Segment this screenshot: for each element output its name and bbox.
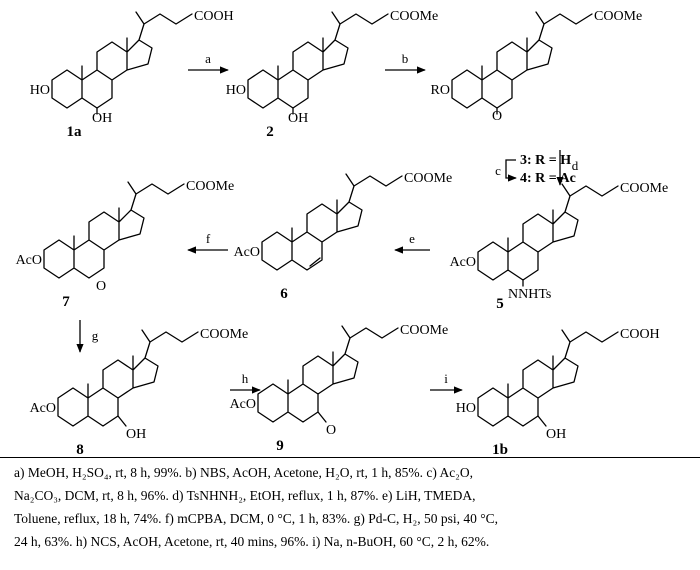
- compound-label-1a: 1a: [67, 124, 83, 140]
- side-chain-label: COOMe: [186, 179, 234, 194]
- steroid-skeleton: [477, 183, 619, 281]
- steroid-skeleton: [451, 11, 593, 109]
- steroid-skeleton: [43, 181, 185, 279]
- double-bond: [309, 257, 321, 267]
- conditions-line-3: Toluene, reflux, 18 h, 74%. f) mCPBA, DC…: [14, 511, 499, 526]
- steroid-skeleton: [257, 325, 399, 423]
- steroid-skeleton: [247, 11, 389, 109]
- c3-substituent: AcO: [16, 253, 42, 268]
- compound-label-2: 2: [266, 124, 274, 140]
- c6-substituent: OH: [92, 111, 112, 126]
- side-chain-label: COOMe: [404, 171, 452, 186]
- compound-1b: COOH HO OH 1b: [456, 327, 660, 458]
- side-chain-label: COOMe: [620, 181, 668, 196]
- compound-label-4: 4: R = Ac: [520, 171, 576, 186]
- side-chain-label: COOMe: [390, 9, 438, 24]
- c7-substituent: OH: [546, 427, 566, 442]
- c7-substituent: O: [326, 423, 336, 438]
- side-chain-label: COOMe: [200, 327, 248, 342]
- side-chain-label: COOMe: [400, 323, 448, 338]
- c7-substituent: OH: [126, 427, 146, 442]
- conditions-divider: [0, 457, 700, 458]
- c3-substituent: AcO: [234, 245, 260, 260]
- compound-1a: COOH HO OH 1a: [30, 9, 234, 140]
- c7-bond: [117, 415, 127, 427]
- c3-substituent: HO: [226, 83, 246, 98]
- compound-label-7: 7: [62, 294, 70, 310]
- conditions-line-1: a) MeOH, H₂SO₄, rt, 8 h, 99%. b) NBS, Ac…: [14, 465, 474, 480]
- compound-label-3: 3: R = H: [520, 153, 571, 168]
- compound-label-6: 6: [280, 286, 288, 302]
- steroid-skeleton: [477, 329, 619, 427]
- side-chain-label: COOMe: [594, 9, 642, 24]
- c3-substituent: RO: [431, 83, 450, 98]
- compound-label-9: 9: [276, 438, 284, 454]
- step-label-c: c: [495, 163, 501, 178]
- steroid-skeleton: [57, 329, 199, 427]
- step-label-i: i: [444, 371, 448, 386]
- conditions-line-2: Na₂CO₃, DCM, rt, 8 h, 96%. d) TsNHNH₂, E…: [14, 488, 476, 503]
- step-label-f: f: [206, 231, 211, 246]
- compound-label-1b: 1b: [492, 442, 508, 458]
- c3-substituent: HO: [30, 83, 50, 98]
- steroid-skeleton: [51, 11, 193, 109]
- conditions-line-4: 24 h, 63%. h) NCS, AcOH, Acetone, rt, 40…: [14, 534, 490, 549]
- step-label-a: a: [205, 51, 211, 66]
- c7-bond: [537, 415, 547, 427]
- step-label-b: b: [402, 51, 409, 66]
- compound-label-8: 8: [76, 442, 84, 458]
- side-chain-label: COOH: [194, 9, 234, 24]
- c6-substituent: NNHTs: [508, 287, 551, 302]
- compound-label-5: 5: [496, 296, 504, 312]
- reaction-arrow-c: [505, 159, 517, 182]
- c3-substituent: AcO: [30, 401, 56, 416]
- c3-substituent: HO: [456, 401, 476, 416]
- step-label-g: g: [92, 328, 99, 343]
- step-label-d: d: [572, 158, 579, 173]
- steroid-skeleton: [261, 173, 403, 271]
- c6-substituent: O: [492, 109, 502, 124]
- step-label-h: h: [242, 371, 249, 386]
- epoxide-oxygen: O: [96, 279, 106, 294]
- c7-bond: [317, 411, 327, 423]
- step-label-e: e: [409, 231, 415, 246]
- side-chain-label: COOH: [620, 327, 660, 342]
- c6-substituent: OH: [288, 111, 308, 126]
- c3-substituent: AcO: [450, 255, 476, 270]
- c3-substituent: AcO: [230, 397, 256, 412]
